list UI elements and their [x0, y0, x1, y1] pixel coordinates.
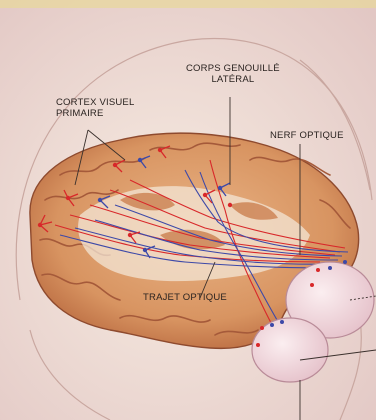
label-trajet-optique: TRAJET OPTIQUE	[143, 292, 227, 303]
label-cortex-line-1: CORTEX VISUEL	[56, 97, 134, 108]
label-nerf-optique: NERF OPTIQUE	[270, 130, 344, 141]
label-cortex-visuel-primaire: CORTEX VISUEL PRIMAIRE	[56, 97, 134, 119]
label-corps-genouille-lateral: CORPS GENOUILLÉ LATÉRAL	[186, 63, 280, 85]
label-lgn-line-1: CORPS GENOUILLÉ	[186, 63, 280, 74]
top-edge-band	[0, 0, 376, 8]
label-lgn-line-2: LATÉRAL	[186, 74, 280, 85]
label-cortex-line-2: PRIMAIRE	[56, 108, 134, 119]
